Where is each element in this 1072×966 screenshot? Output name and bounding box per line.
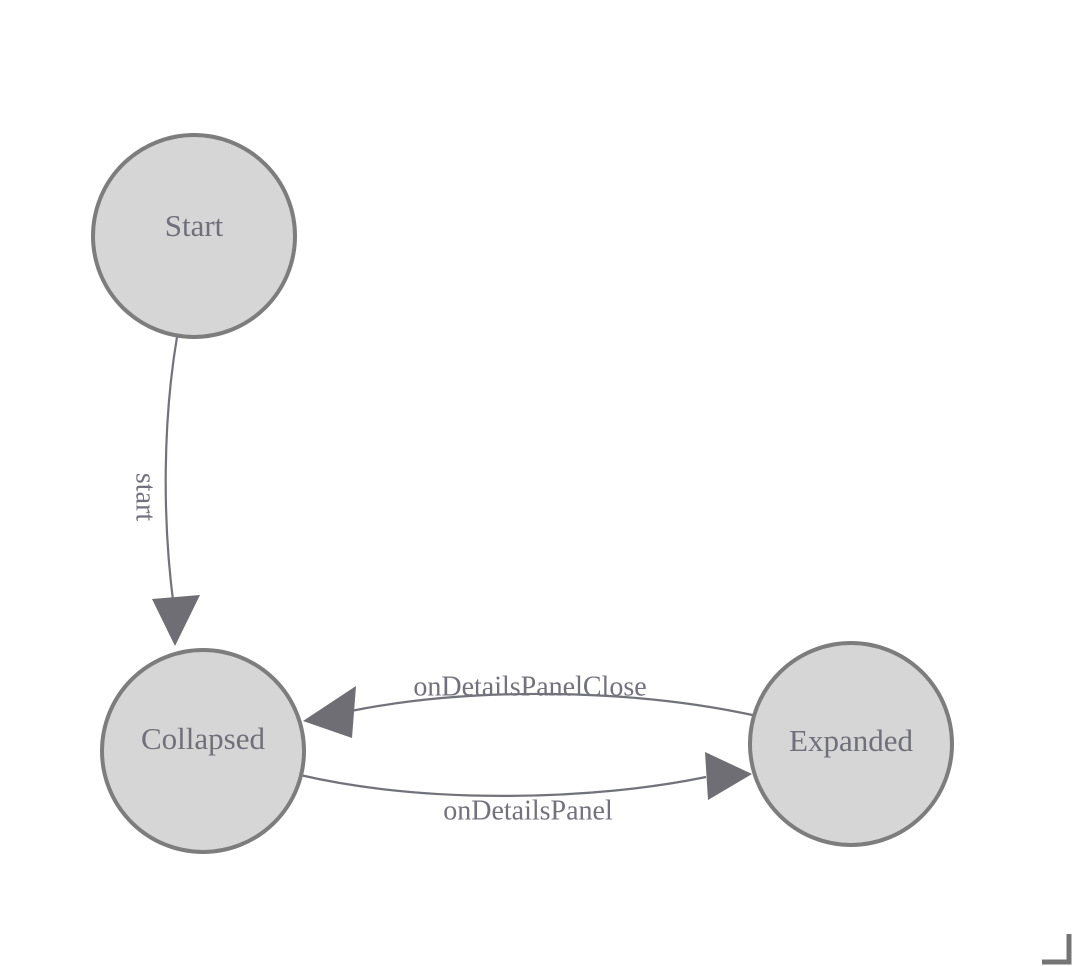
corner-mark-path [1042, 934, 1072, 965]
state-node-start-label: Start [165, 208, 224, 243]
arrowhead-into-expanded-left [705, 752, 752, 800]
edge-path-collapsed-expanded [299, 773, 707, 797]
state-node-start[interactable]: Start [91, 133, 297, 339]
edge-start-to-collapsed[interactable]: start [130, 336, 200, 646]
state-node-collapsed-circle [100, 648, 306, 854]
edge-path-start-collapsed [164, 336, 179, 609]
corner-mark [1042, 934, 1072, 965]
edge-collapsed-to-expanded[interactable]: onDetailsPanel [299, 752, 752, 826]
state-node-start-circle [91, 133, 297, 339]
state-node-collapsed-label: Collapsed [141, 721, 265, 756]
state-node-expanded[interactable]: Expanded [748, 641, 954, 847]
state-node-expanded-label: Expanded [789, 723, 913, 758]
state-node-collapsed[interactable]: Collapsed [100, 648, 306, 854]
edge-path-expanded-collapsed [350, 692, 758, 718]
edge-label-on-details-panel-close: onDetailsPanelClose [413, 671, 646, 702]
edge-expanded-to-collapsed[interactable]: onDetailsPanelClose [303, 671, 758, 738]
edge-label-start: start [130, 473, 161, 521]
state-node-expanded-circle [748, 641, 954, 847]
edge-label-on-details-panel: onDetailsPanel [443, 795, 613, 826]
arrowhead-into-collapsed-top [152, 595, 200, 646]
arrowhead-into-collapsed-right [303, 686, 356, 738]
